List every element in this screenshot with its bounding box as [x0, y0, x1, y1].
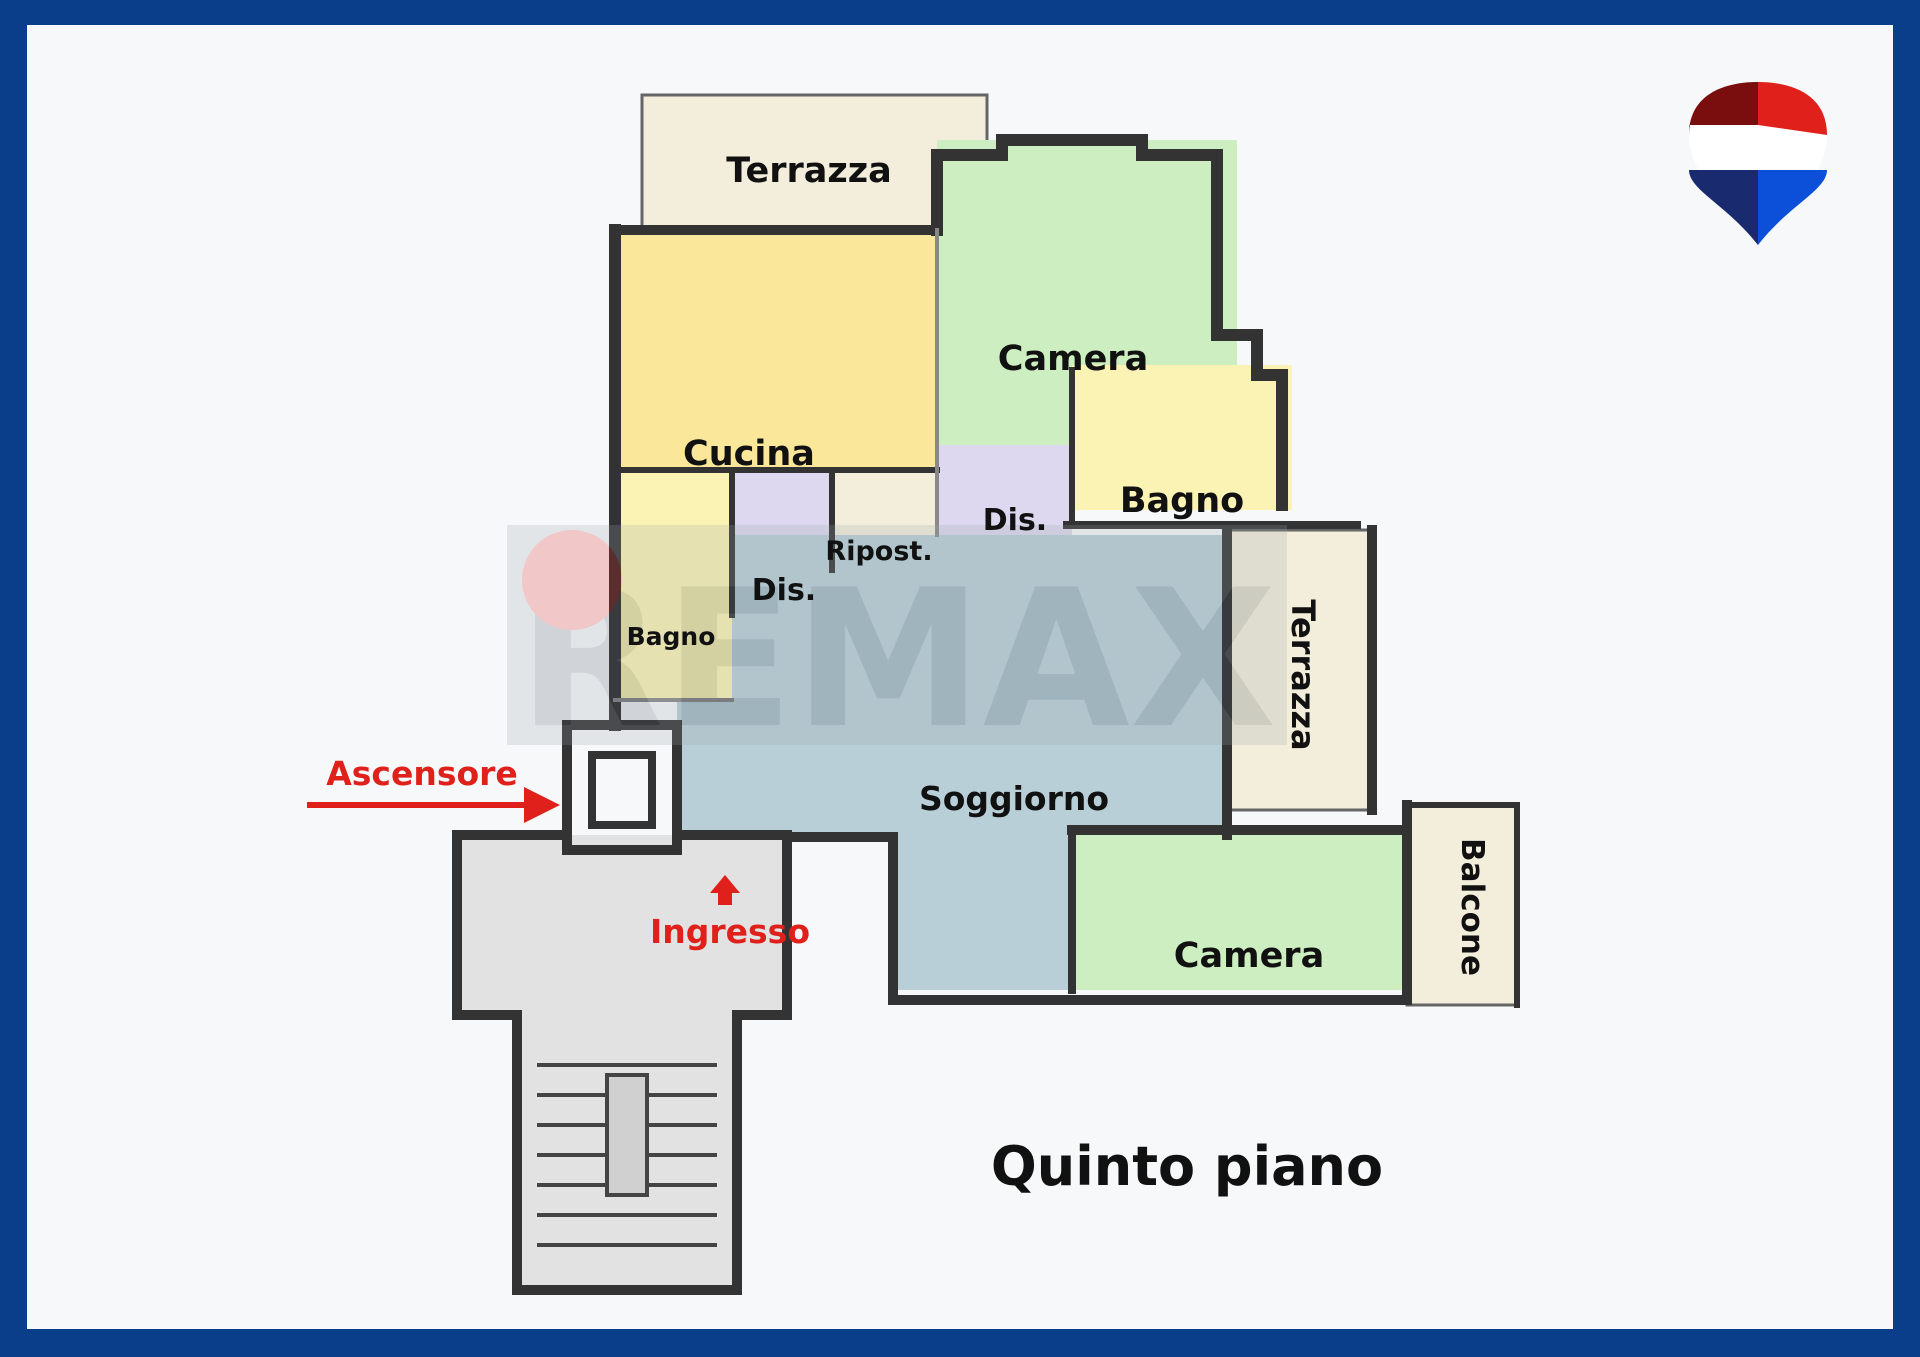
- room-label-soggiorno: Soggiorno: [919, 779, 1109, 818]
- landing-area: [457, 835, 787, 1015]
- room-label-camera-top: Camera: [998, 339, 1148, 379]
- floorplan-svg: REMAX Terrazza Camera Cucina Bagno Dis. …: [307, 82, 1827, 1295]
- ingresso-arrow-icon: [710, 875, 740, 905]
- room-label-camera-bottom: Camera: [1174, 936, 1324, 976]
- balcony-area: [1405, 803, 1519, 1007]
- room-label-terrazza-top: Terrazza: [726, 151, 891, 191]
- walls: [452, 134, 1520, 1295]
- room-label-dis-right: Dis.: [983, 503, 1047, 538]
- room-label-bagno-right: Bagno: [1120, 481, 1244, 521]
- room-label-terrazza-right: Terrazza: [1284, 599, 1322, 750]
- room-label-dis-left: Dis.: [752, 573, 816, 608]
- bedroom-bottom-area: [1072, 835, 1407, 990]
- corridor-right-area: [937, 445, 1072, 535]
- terrace-top-area: [640, 93, 989, 229]
- bathroom-right-area: [1072, 365, 1292, 510]
- stairs: [537, 1063, 717, 1247]
- room-label-balcone: Balcone: [1454, 838, 1490, 976]
- svg-text:REMAX: REMAX: [518, 549, 1277, 770]
- bathroom-left-area: [615, 470, 732, 700]
- room-label-cucina: Cucina: [683, 434, 815, 474]
- remax-watermark: REMAX: [507, 525, 1287, 770]
- ascensore-label: Ascensore: [326, 754, 518, 793]
- ingresso-label: Ingresso: [650, 912, 810, 951]
- room-label-ripost: Ripost.: [825, 536, 932, 567]
- remax-balloon-logo: [1689, 82, 1827, 245]
- terrace-right-area: [1225, 528, 1374, 812]
- room-label-bagno-left: Bagno: [627, 622, 716, 651]
- floor-title: Quinto piano: [991, 1135, 1383, 1198]
- kitchen-area: [615, 230, 937, 470]
- floorplan-canvas: REMAX Terrazza Camera Cucina Bagno Dis. …: [27, 25, 1893, 1329]
- living-area: [677, 535, 1227, 990]
